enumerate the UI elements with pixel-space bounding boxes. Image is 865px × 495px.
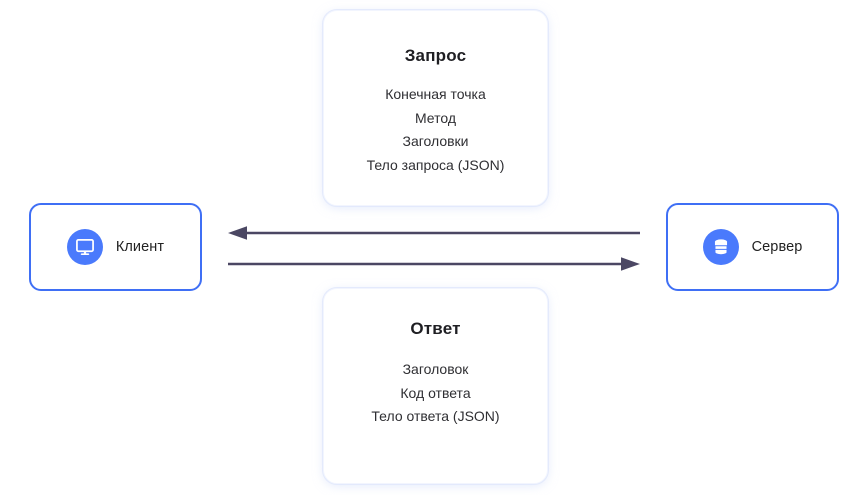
response-line-body: Тело ответа (JSON) — [371, 408, 500, 424]
arrow-client-to-server — [228, 257, 640, 271]
response-card-lines: Заголовок Код ответа Тело ответа (JSON) — [324, 358, 547, 429]
monitor-icon — [66, 229, 103, 265]
response-card: Ответ Заголовок Код ответа Тело ответа (… — [323, 288, 548, 484]
client-node[interactable]: Клиент — [29, 203, 202, 291]
database-icon — [702, 229, 739, 265]
response-card-title: Ответ — [410, 319, 461, 338]
response-line-status-code: Код ответа — [400, 384, 471, 401]
request-card-lines: Конечная точка Метод Заголовки Тело запр… — [324, 83, 547, 177]
request-line-endpoint: Конечная точка — [385, 86, 486, 102]
request-line-headers: Заголовки — [402, 133, 469, 149]
arrow-server-to-client — [228, 226, 640, 240]
server-node[interactable]: Сервер — [666, 203, 839, 291]
request-line-method: Метод — [414, 109, 457, 126]
request-card: Запрос Конечная точка Метод Заголовки Те… — [323, 10, 548, 206]
response-line-header: Заголовок — [402, 361, 469, 377]
request-line-body: Тело запроса (JSON) — [366, 156, 505, 173]
server-node-label: Сервер — [751, 239, 803, 255]
request-card-title: Запрос — [404, 46, 467, 65]
client-node-label: Клиент — [115, 239, 165, 255]
